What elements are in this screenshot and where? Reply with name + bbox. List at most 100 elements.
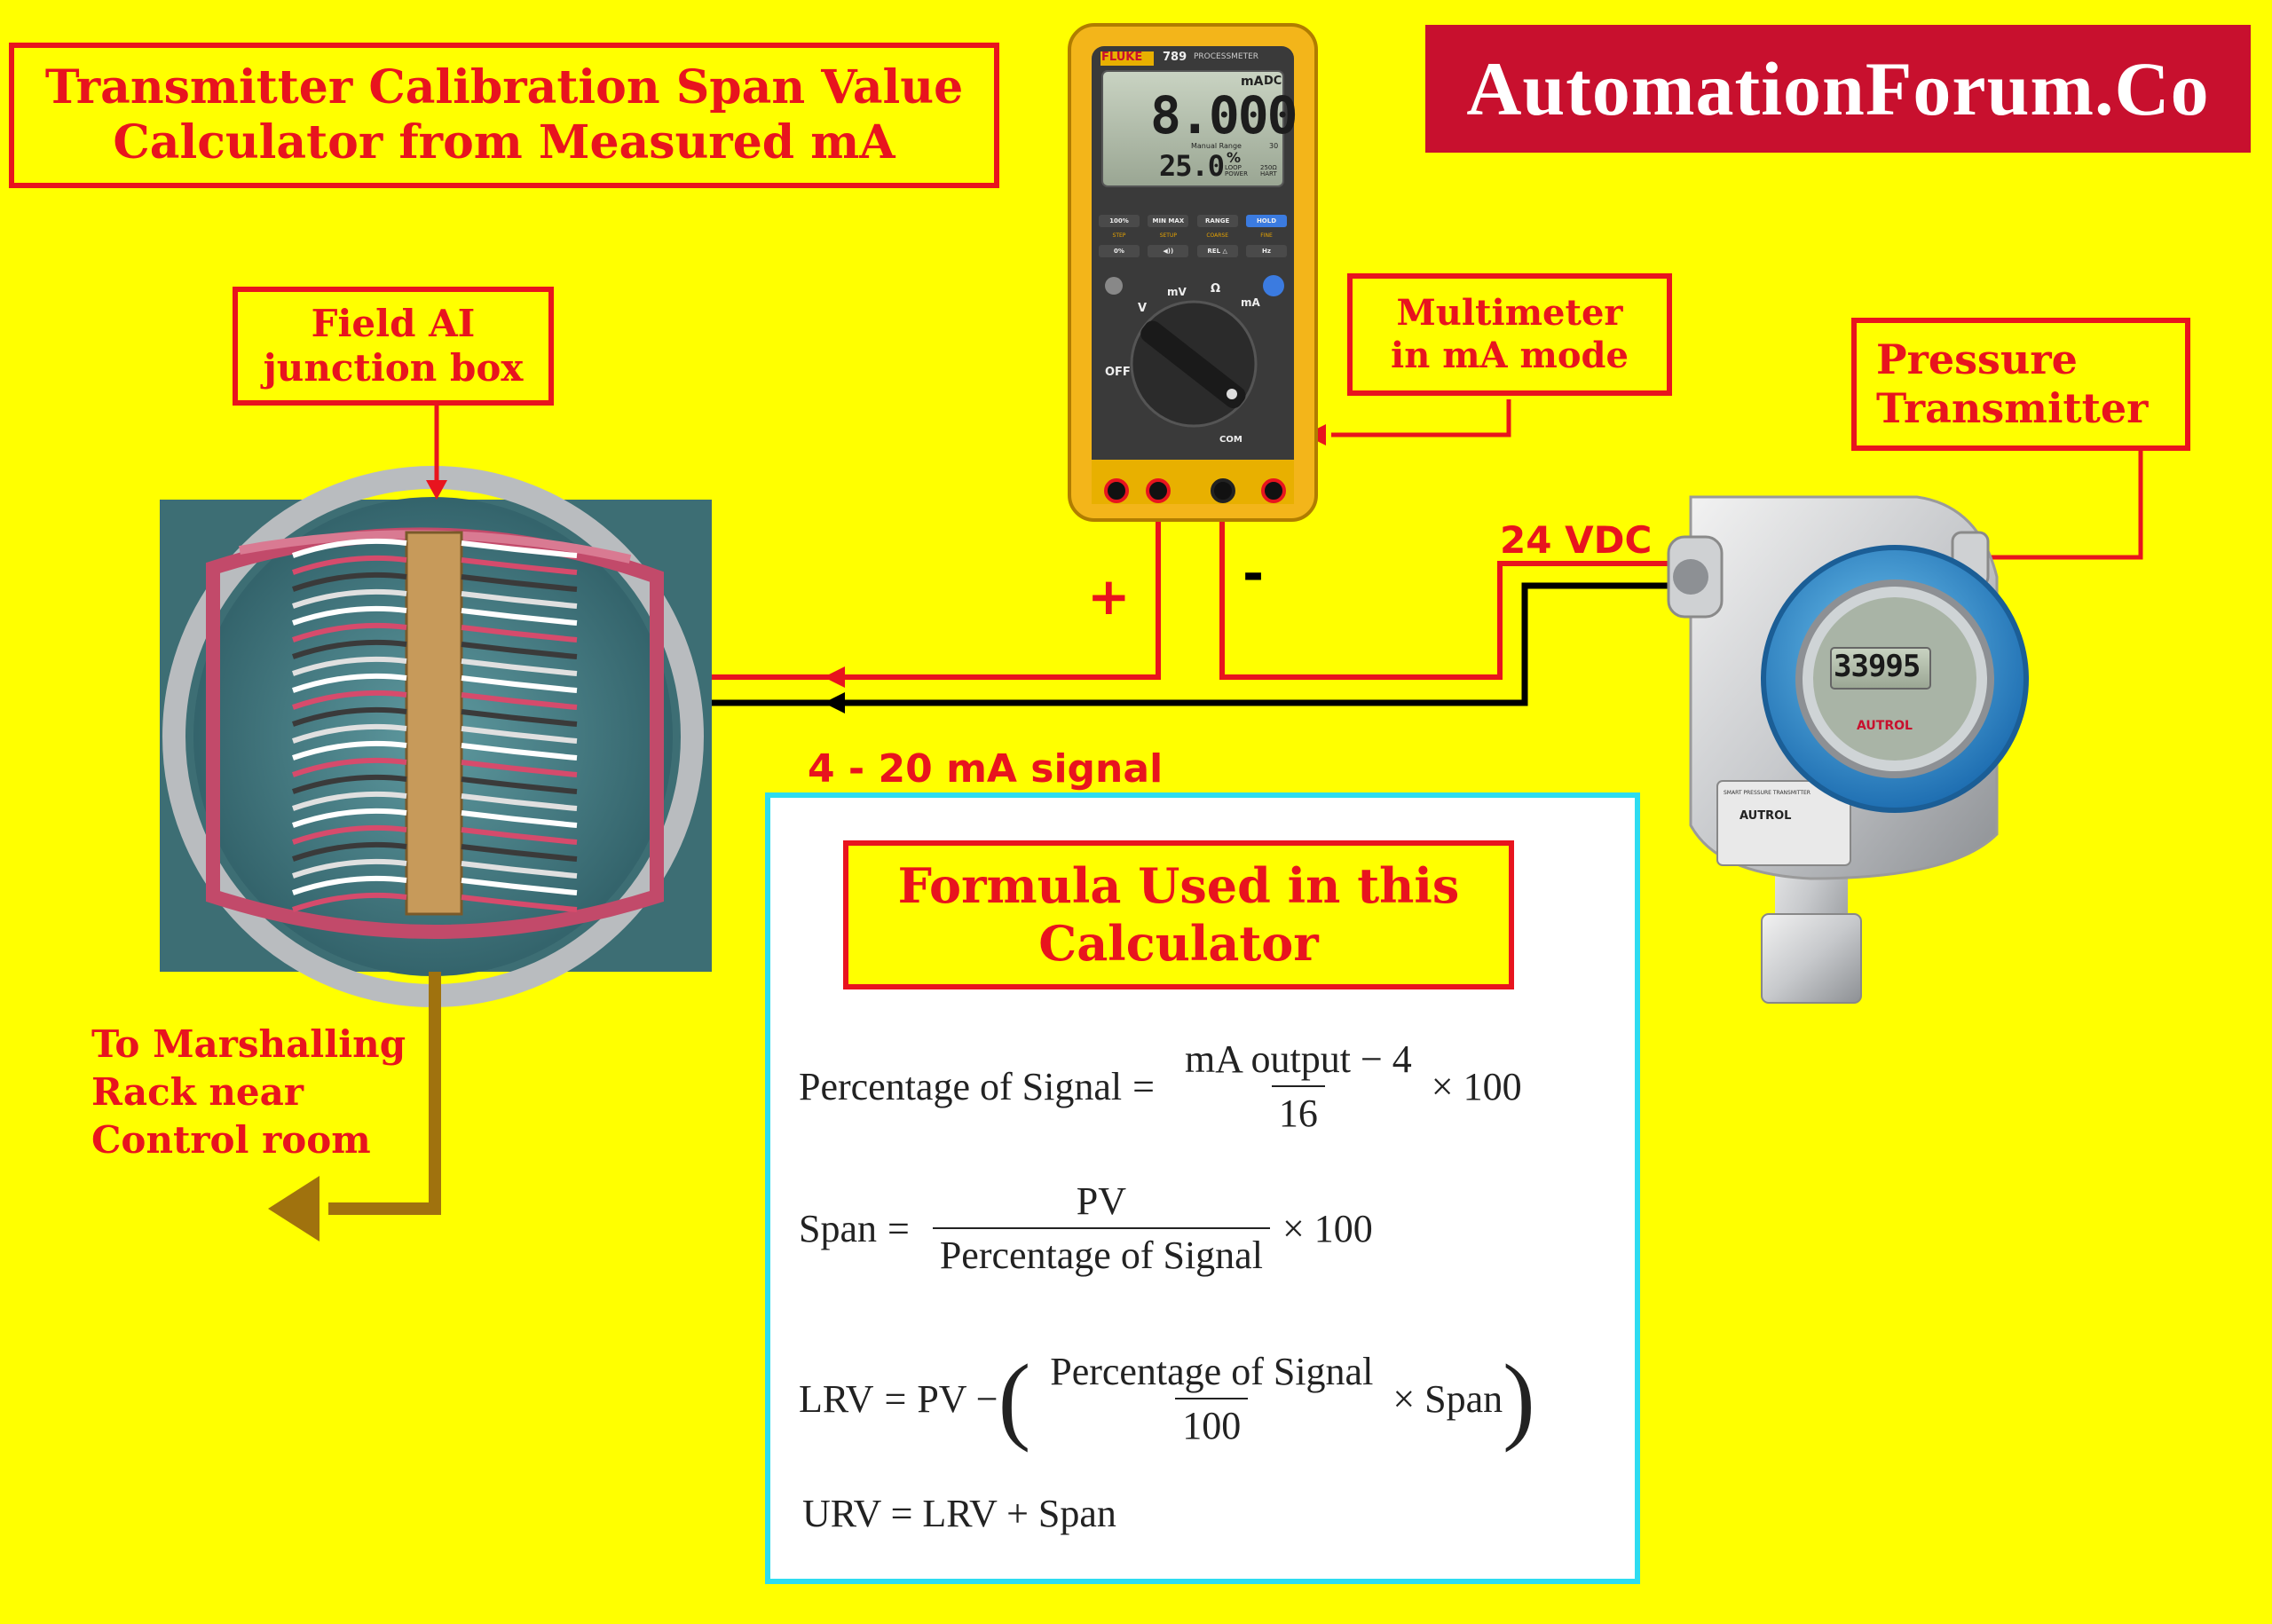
multimeter-key: STEP <box>1112 233 1126 239</box>
junction-wire <box>461 591 578 609</box>
multimeter-key: COARSE <box>1206 233 1228 239</box>
multimeter-mode: DC <box>1264 75 1282 88</box>
multimeter-key: MIN MAX <box>1148 215 1189 227</box>
formula-lrv: LRV = PV − ( Percentage of Signal 100 × … <box>799 1349 1535 1448</box>
junction-wire <box>292 639 407 659</box>
junction-wire <box>292 841 407 862</box>
formula-2-lhs: Span <box>799 1206 877 1250</box>
multimeter-unit: mA <box>1241 75 1264 89</box>
formula-3-lhs: LRV <box>799 1376 874 1421</box>
junction-wire <box>292 673 407 693</box>
junction-wire <box>461 777 578 794</box>
junction-wire <box>292 808 407 828</box>
multimeter-key: 0% <box>1099 245 1140 257</box>
multimeter-model-sub: PROCESSMETER <box>1194 52 1259 61</box>
brand-logo: AutomationForum.Co <box>1425 25 2251 153</box>
multimeter-label: Multimeter in mA mode <box>1347 273 1672 396</box>
junction-wire <box>461 878 578 895</box>
junction-wire <box>292 622 407 643</box>
formula-2-numerator: PV <box>1076 1179 1126 1223</box>
pressure-transmitter-device <box>1667 495 2029 1004</box>
junction-box-image <box>160 466 712 1007</box>
multimeter-percent: 25.0 <box>1159 149 1225 183</box>
junction-wire <box>461 810 578 828</box>
multimeter-key: 100% <box>1099 215 1140 227</box>
signal-label: 4 - 20 mA signal <box>808 746 1164 792</box>
multimeter-key: SETUP <box>1159 233 1177 239</box>
junction-wire <box>292 892 407 912</box>
junction-wire <box>461 625 578 643</box>
transmitter-label: Pressure Transmitter <box>1851 318 2190 451</box>
multimeter-button-row-1: 100% MIN MAX RANGE HOLD <box>1099 215 1287 227</box>
junction-wire <box>461 557 578 575</box>
diagram-title: Transmitter Calibration Span Value Calcu… <box>9 43 999 188</box>
junction-wire <box>292 555 407 575</box>
formula-3-denominator: 100 <box>1175 1398 1249 1448</box>
junction-wire <box>292 858 407 879</box>
multimeter-reading: 8.000 <box>1150 85 1298 146</box>
formula-3-equals: = <box>884 1376 907 1421</box>
dial-off-label: OFF <box>1105 366 1131 379</box>
junction-wire <box>461 827 578 845</box>
formula-1-numerator: mA output − 4 <box>1184 1037 1412 1081</box>
transmitter-plate-title: SMART PRESSURE TRANSMITTER <box>1724 790 1810 796</box>
junction-wire <box>461 642 578 659</box>
multimeter-percent-sign: % <box>1227 149 1242 166</box>
multimeter-key: ◀)) <box>1148 245 1189 257</box>
formula-2-tail: × 100 <box>1282 1206 1373 1250</box>
junction-wire <box>461 726 578 744</box>
formula-1-lhs: Percentage of Signal <box>799 1064 1123 1108</box>
junction-wire <box>292 824 407 845</box>
junction-wire <box>292 723 407 744</box>
multimeter-key: Hz <box>1245 245 1287 257</box>
marshalling-label: To Marshalling Rack near Control room <box>91 1022 406 1162</box>
multimeter-key: HOLD <box>1245 215 1287 227</box>
formula-heading: Formula Used in this Calculator <box>843 840 1514 989</box>
formula-2-denominator: Percentage of Signal <box>932 1227 1270 1278</box>
junction-wire <box>461 793 578 811</box>
dial-ohm-label: Ω <box>1211 282 1221 296</box>
dial-ma-label: mA <box>1241 296 1260 309</box>
junction-box-label: Field AI junction box <box>233 287 554 406</box>
formula-3-tail: × Span <box>1392 1376 1503 1421</box>
formula-3-numerator: Percentage of Signal <box>1050 1350 1374 1393</box>
junction-wire <box>292 588 407 609</box>
junction-box-wires <box>292 538 578 912</box>
dial-mv-label: mV <box>1167 286 1187 298</box>
junction-wire <box>292 706 407 727</box>
transmitter-display: 33995 <box>1834 649 1921 684</box>
junction-wire <box>292 605 407 626</box>
formula-1-fraction: mA output − 4 16 <box>1178 1037 1419 1136</box>
transmitter-plate-brand: AUTROL <box>1740 809 1792 823</box>
junction-wire <box>461 608 578 626</box>
multimeter-brand: FLUKE <box>1101 51 1143 64</box>
formula-1-tail: × 100 <box>1431 1064 1522 1108</box>
multimeter-key: REL △ <box>1196 245 1238 257</box>
multimeter-range-value: 30 <box>1269 142 1279 150</box>
multimeter-hart: 250Ω HART <box>1260 164 1277 177</box>
formula-span: Span = PV Percentage of Signal × 100 <box>799 1179 1373 1278</box>
multimeter-com-label: COM <box>1219 435 1242 445</box>
multimeter-model: 789 <box>1163 51 1187 64</box>
junction-wire <box>461 760 578 777</box>
formula-2-fraction: PV Percentage of Signal <box>932 1179 1270 1278</box>
junction-wire <box>292 538 407 558</box>
dial-v-label: V <box>1138 302 1148 315</box>
junction-wire <box>461 895 578 912</box>
junction-wire <box>461 692 578 710</box>
multimeter-button-row-2: 0% ◀)) REL △ Hz <box>1099 245 1287 257</box>
multimeter-sub-row-1: STEP SETUP COARSE FINE <box>1099 233 1287 239</box>
junction-wire <box>461 540 578 558</box>
junction-wire <box>292 656 407 676</box>
multimeter-key: RANGE <box>1196 215 1238 227</box>
formula-3-pv: PV − <box>917 1376 998 1421</box>
junction-wire <box>461 675 578 693</box>
multimeter-key: FINE <box>1260 233 1273 239</box>
junction-wire <box>292 740 407 761</box>
junction-wire <box>461 658 578 676</box>
formula-1-equals: = <box>1132 1064 1155 1108</box>
junction-wire <box>292 875 407 895</box>
junction-wire <box>292 690 407 710</box>
multimeter-device <box>1068 23 1318 522</box>
formula-2-equals: = <box>888 1206 910 1250</box>
